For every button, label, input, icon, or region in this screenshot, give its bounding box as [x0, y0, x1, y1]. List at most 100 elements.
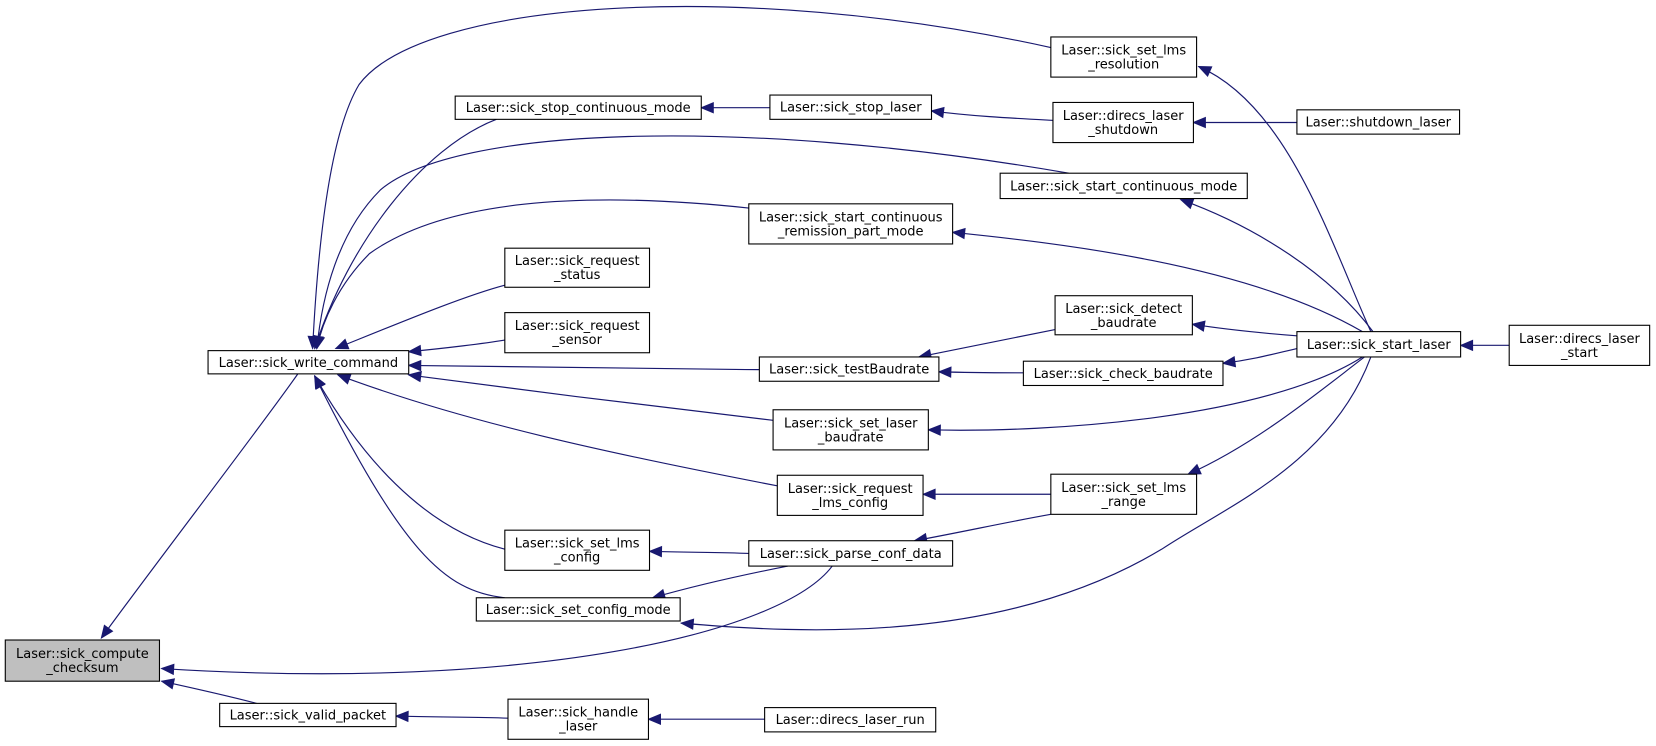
node-handle_laser[interactable]: Laser::sick_handle_laser — [507, 698, 650, 740]
node-set_lms_resolution[interactable]: Laser::sick_set_lms_resolution — [1050, 36, 1198, 78]
node-box[interactable] — [1022, 360, 1224, 387]
node-label-line: Laser::sick_write_command — [219, 356, 399, 371]
node-box[interactable] — [504, 312, 651, 354]
edge-parse_conf_data-to-set_config_mode — [651, 565, 788, 600]
edge-start_laser-to-set_laser_baudrate — [927, 356, 1363, 436]
node-start_continuous[interactable]: Laser::sick_start_continuous_mode — [999, 172, 1248, 200]
node-label-line: Laser::direcs_laser — [1519, 332, 1641, 347]
edge-line — [649, 550, 749, 554]
node-stop_continuous[interactable]: Laser::sick_stop_continuous_mode — [454, 95, 702, 120]
node-box[interactable] — [504, 247, 651, 288]
node-label-line: Laser::direcs_laser_run — [776, 713, 925, 728]
node-request_status[interactable]: Laser::sick_request_status — [504, 247, 651, 288]
edge-write_command-to-compute_checksum — [100, 373, 299, 639]
node-label-line: Laser::sick_stop_continuous_mode — [466, 101, 691, 116]
edge-line — [314, 375, 505, 599]
arrowhead — [647, 713, 661, 725]
edge-parse_conf_data-to-compute_checksum — [160, 565, 833, 676]
node-valid_packet[interactable]: Laser::sick_valid_packet — [219, 702, 397, 728]
node-compute_checksum[interactable]: Laser::sick_compute_checksum — [4, 639, 161, 682]
edge-line — [335, 284, 505, 350]
node-box[interactable] — [748, 540, 954, 567]
node-box[interactable] — [454, 95, 702, 120]
node-label-line: Laser::sick_start_continuous — [759, 210, 943, 225]
arrowhead — [1191, 320, 1206, 332]
node-label-line: Laser::sick_detect — [1065, 302, 1182, 317]
edge-set_lms_range-to-parse_conf_data — [913, 513, 1051, 545]
arrowhead — [336, 373, 352, 385]
node-box[interactable] — [772, 409, 929, 451]
node-box[interactable] — [4, 639, 161, 682]
node-box[interactable] — [999, 172, 1248, 200]
node-request_lms_config[interactable]: Laser::sick_request_lms_config — [776, 474, 924, 516]
node-box[interactable] — [1508, 324, 1651, 366]
node-box[interactable] — [748, 203, 954, 245]
node-direcs_laser_shutdown[interactable]: Laser::direcs_laser_shutdown — [1052, 101, 1194, 144]
node-label-line: Laser::sick_handle — [518, 706, 638, 721]
node-box[interactable] — [1296, 109, 1461, 135]
node-write_command[interactable]: Laser::sick_write_command — [207, 350, 410, 375]
edges-layer — [100, 6, 1510, 725]
node-set_laser_baudrate[interactable]: Laser::sick_set_laser_baudrate — [772, 409, 929, 451]
arrowhead — [699, 101, 714, 114]
edge-line — [652, 565, 788, 599]
edge-line — [914, 513, 1051, 542]
arrowhead — [334, 338, 350, 350]
node-label-line: Laser::sick_set_lms — [1061, 481, 1186, 496]
node-start_laser[interactable]: Laser::sick_start_laser — [1296, 331, 1462, 358]
node-box[interactable] — [507, 698, 650, 740]
node-detect_baudrate[interactable]: Laser::sick_detect_baudrate — [1054, 295, 1193, 336]
edge-direcs_laser_run-to-handle_laser — [647, 713, 765, 725]
node-box[interactable] — [504, 529, 651, 571]
node-box[interactable] — [758, 356, 940, 382]
arrowhead — [407, 344, 422, 357]
node-direcs_laser_start[interactable]: Laser::direcs_laser_start — [1508, 324, 1651, 366]
arrowhead — [1192, 116, 1206, 129]
arrowhead — [1221, 355, 1237, 368]
node-request_sensor[interactable]: Laser::sick_request_sensor — [504, 312, 651, 354]
node-shutdown_laser[interactable]: Laser::shutdown_laser — [1296, 109, 1461, 135]
node-label-line: Laser::sick_start_laser — [1307, 338, 1452, 353]
node-label-line: _status — [553, 268, 601, 283]
node-box[interactable] — [1296, 331, 1462, 358]
edge-request_sensor-to-write_command — [407, 339, 505, 357]
node-box[interactable] — [219, 702, 397, 728]
arrowhead — [679, 618, 695, 630]
node-box[interactable] — [776, 474, 924, 516]
edge-line — [316, 135, 1069, 349]
node-label-line: _config — [553, 551, 600, 566]
edge-start_laser-to-check_baudrate — [1221, 347, 1298, 368]
edge-valid_packet-to-compute_checksum — [160, 678, 257, 704]
node-box[interactable] — [475, 597, 681, 622]
node-box[interactable] — [764, 707, 937, 733]
node-parse_conf_data[interactable]: Laser::sick_parse_conf_data — [748, 540, 954, 567]
edge-line — [918, 328, 1056, 358]
node-box[interactable] — [1054, 295, 1193, 336]
edge-line — [337, 374, 778, 487]
edge-line — [1180, 199, 1374, 332]
node-set_config_mode[interactable]: Laser::sick_set_config_mode — [475, 597, 681, 622]
node-testBaudrate[interactable]: Laser::sick_testBaudrate — [758, 356, 940, 382]
node-set_lms_config[interactable]: Laser::sick_set_lms_config — [504, 529, 651, 571]
node-label-line: Laser::sick_request — [788, 482, 913, 497]
node-check_baudrate[interactable]: Laser::sick_check_baudrate — [1022, 360, 1224, 387]
edge-start_laser-to-set_lms_range — [1186, 356, 1365, 475]
node-stop_laser[interactable]: Laser::sick_stop_laser — [769, 94, 933, 120]
node-set_lms_range[interactable]: Laser::sick_set_lms_range — [1050, 473, 1198, 515]
arrowhead — [648, 545, 663, 558]
edge-line — [928, 356, 1363, 431]
node-box[interactable] — [207, 350, 410, 375]
node-box[interactable] — [769, 94, 933, 120]
node-start_cont_remission[interactable]: Laser::sick_start_continuous_remission_p… — [748, 203, 954, 245]
node-box[interactable] — [1050, 473, 1198, 515]
node-direcs_laser_run[interactable]: Laser::direcs_laser_run — [764, 707, 937, 733]
node-label-line: Laser::sick_request — [515, 254, 640, 269]
edge-set_config_mode-to-write_command — [314, 374, 505, 599]
node-box[interactable] — [1052, 101, 1194, 144]
edge-line — [161, 680, 257, 704]
node-box[interactable] — [1050, 36, 1198, 78]
arrowhead — [313, 335, 326, 350]
arrowhead — [1197, 65, 1213, 77]
edge-line — [1192, 323, 1297, 337]
edge-shutdown_laser-to-direcs_laser_shutdown — [1192, 116, 1297, 129]
